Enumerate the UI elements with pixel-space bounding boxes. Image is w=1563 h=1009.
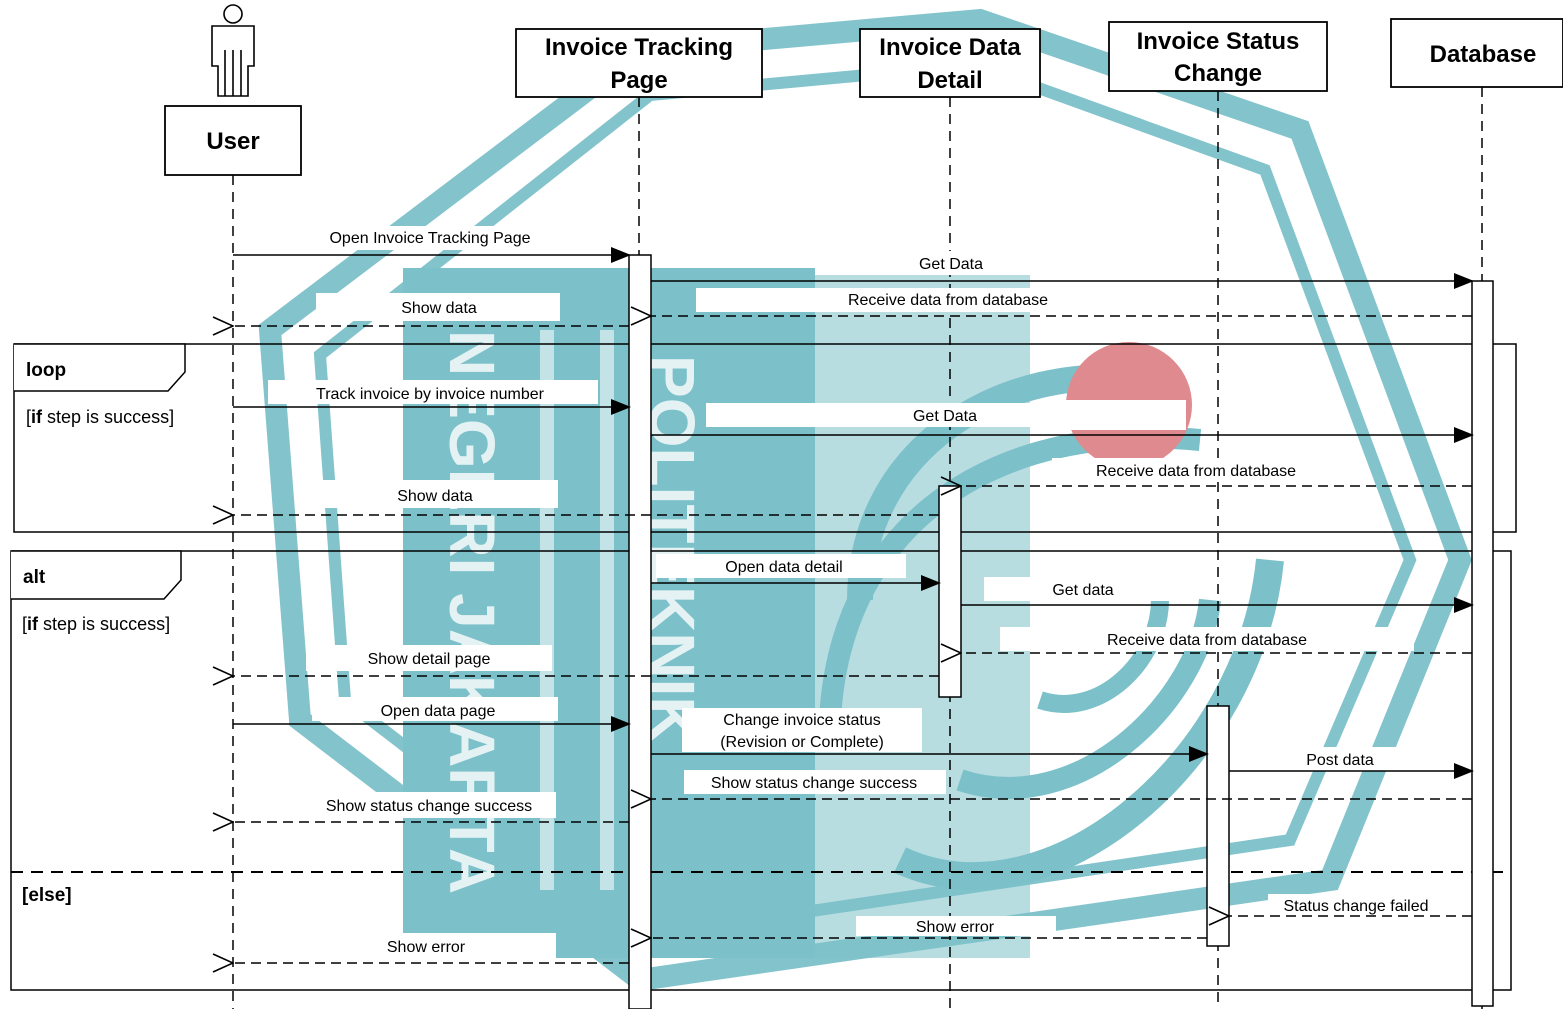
message-show-error-2: Show error [233,933,629,963]
participant-data-detail: Invoice Data Detail [859,28,1041,98]
participant-data-detail-label-1: Invoice Data [879,34,1021,61]
activation-status-change [1206,705,1230,947]
message-label: Show status change success [326,798,532,815]
participant-database-label: Database [1430,41,1537,68]
message-status-change-success-2: Show status change success [233,792,629,822]
participant-status-change-label-1: Invoice Status [1137,28,1300,55]
participant-data-detail-label-2: Detail [917,67,982,94]
message-get-data-3: Get data [961,577,1474,613]
message-label: Receive data from database [848,292,1048,309]
participant-tracking-page-label-2: Page [610,67,667,94]
message-get-data-2: Get Data [651,403,1474,443]
message-show-data-2: Show data [233,480,939,515]
participant-tracking-page: Invoice Tracking Page [515,28,763,98]
message-label: Post data [1306,752,1374,769]
message-receive-data-2: Receive data from database [961,458,1472,486]
message-status-change-success-1: Show status change success [651,770,1472,799]
message-label: Show data [401,300,477,317]
user-actor-icon [211,4,255,97]
loop-fragment: loop [if step is success] [13,343,1517,533]
alt-fragment: alt [if step is success] [else] [10,550,1512,991]
message-label: Show detail page [368,651,491,668]
message-label: Change invoice status [723,712,880,729]
message-label: Show data [397,488,473,505]
message-receive-data-1: Receive data from database [651,288,1472,316]
message-label: Open data page [381,703,496,720]
message-track-invoice: Track invoice by invoice number [233,380,631,415]
message-label: Get Data [919,256,983,273]
participant-database: Database [1390,18,1563,88]
participant-status-change-label-2: Change [1174,60,1262,87]
message-receive-data-3: Receive data from database [961,627,1472,653]
message-label: Open data detail [725,559,842,576]
activation-database [1471,280,1494,1007]
alt-label: alt [23,567,46,588]
message-open-data-detail: Open data detail [651,554,941,591]
message-label: Get data [1052,582,1113,599]
message-show-data-1: Show data [233,293,629,326]
else-label: [else] [22,885,72,906]
loop-label: loop [26,360,66,381]
participant-status-change: Invoice Status Change [1108,21,1328,92]
message-get-data-1: Get Data [651,251,1474,289]
message-show-detail-page: Show detail page [233,645,939,676]
message-label: Receive data from database [1107,632,1307,649]
message-label: Status change failed [1284,898,1429,915]
message-open-data-page: Open data page [233,697,631,732]
message-status-change-failed: Status change failed [1229,894,1472,918]
message-label: Get Data [913,408,977,425]
message-label: Show error [916,919,995,936]
activation-tracking-page [628,254,652,1009]
message-label: (Revision or Complete) [720,734,884,751]
message-post-data: Post data [1229,747,1474,779]
participant-user: User [164,105,302,176]
participant-tracking-page-label-1: Invoice Tracking [545,34,733,61]
message-open-tracking-page: Open Invoice Tracking Page [233,226,631,263]
activation-data-detail [938,485,962,698]
alt-guard: [if step is success] [22,614,170,634]
message-label: Show status change success [711,775,917,792]
message-change-invoice-status: Change invoice status (Revision or Compl… [651,708,1209,762]
participant-user-label: User [206,128,259,155]
loop-guard: [if step is success] [26,407,174,427]
message-label: Receive data from database [1096,463,1296,480]
message-label: Show error [387,939,466,956]
message-label: Open Invoice Tracking Page [329,230,530,247]
message-label: Track invoice by invoice number [316,386,545,403]
message-show-error-1: Show error [651,916,1207,938]
